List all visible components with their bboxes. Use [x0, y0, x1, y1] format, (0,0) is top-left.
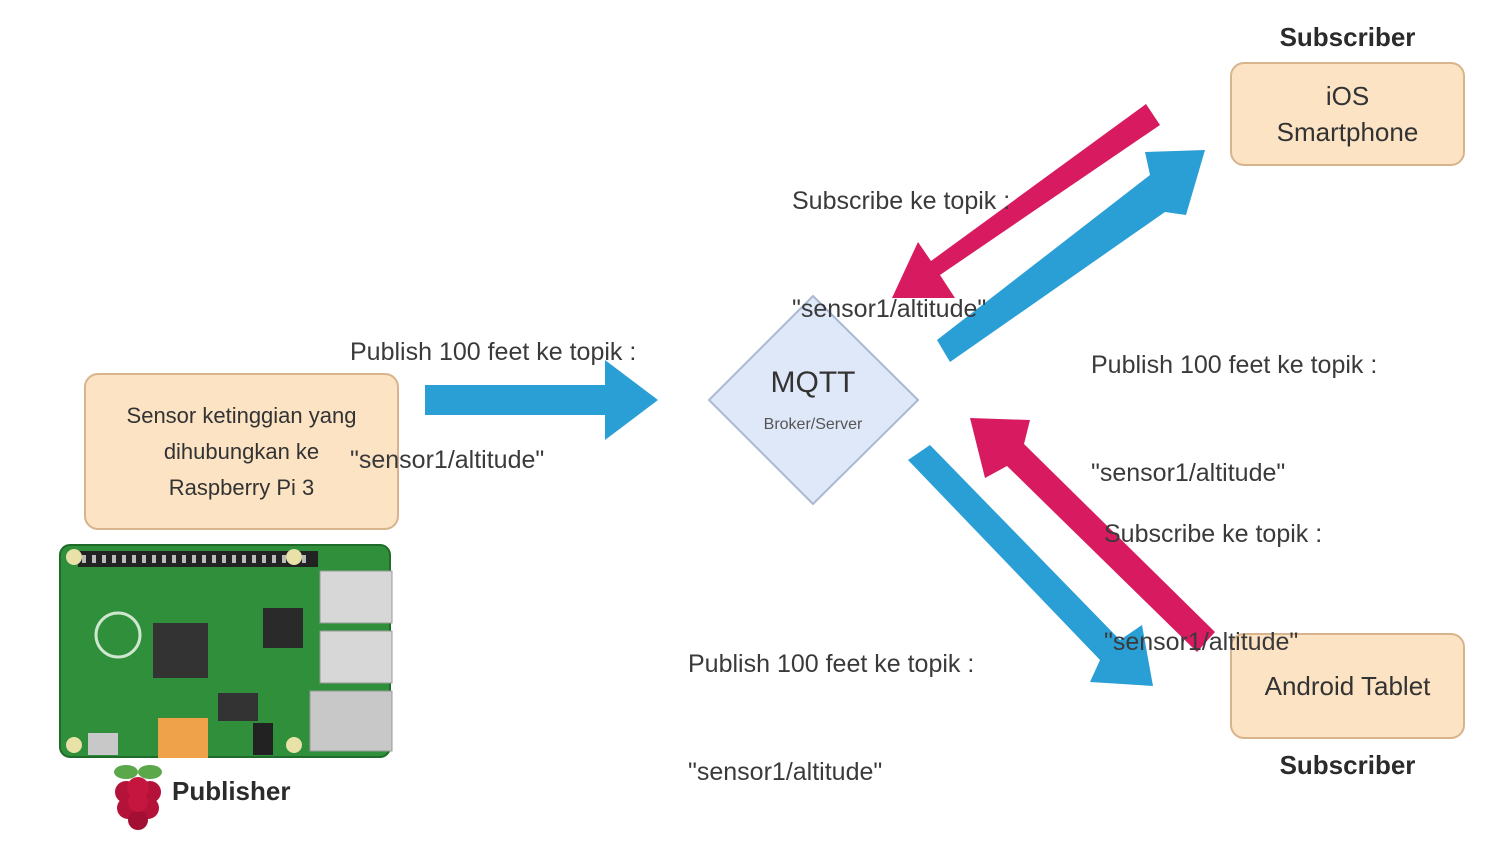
android-role-label: Subscriber	[1279, 750, 1416, 780]
label-line: "sensor1/altitude"	[688, 758, 883, 786]
label-line: Publish 100 feet ke topik :	[350, 338, 637, 366]
label-android-subscribe: Subscribe ke topik : "sensor1/altitude"	[1104, 444, 1322, 696]
broker-title: MQTT	[770, 366, 856, 399]
label-line: "sensor1/altitude"	[792, 295, 987, 323]
raspberry-pi-board-image	[59, 544, 393, 758]
label-line: Subscribe ke topik :	[792, 187, 1011, 215]
publisher-node-line-3: Raspberry Pi 3	[168, 474, 315, 500]
ios-node: iOS Smartphone	[1230, 62, 1465, 166]
ios-role-label: Subscriber	[1279, 22, 1416, 52]
label-publish-to-android: Publish 100 feet ke topik : "sensor1/alt…	[688, 574, 974, 826]
publisher-node: Sensor ketinggian yang dihubungkan ke Ra…	[84, 373, 399, 530]
android-node-label: Android Tablet	[1264, 670, 1431, 701]
label-line: Subscribe ke topik :	[1104, 520, 1323, 548]
ios-node-line-1: iOS	[1325, 81, 1370, 111]
android-node: Android Tablet	[1230, 633, 1465, 739]
label-line: Publish 100 feet ke topik :	[1091, 351, 1378, 379]
publisher-node-line-2: dihubungkan ke	[163, 438, 320, 464]
publish-arrow-to-broker	[425, 360, 658, 440]
broker-subtitle: Broker/Server	[763, 416, 863, 433]
ios-node-line-2: Smartphone	[1276, 117, 1419, 147]
publisher-node-line-1: Sensor ketinggian yang	[126, 402, 357, 428]
raspberry-logo-icon	[114, 765, 162, 830]
label-line: Publish 100 feet ke topik :	[688, 650, 975, 678]
subscribe-arrow-ios	[892, 104, 1160, 298]
label-line: "sensor1/altitude"	[350, 446, 545, 474]
subscribe-arrow-android	[970, 418, 1215, 652]
label-ios-subscribe: Subscribe ke topik : "sensor1/altitude"	[792, 111, 1010, 363]
label-line: "sensor1/altitude"	[1104, 628, 1299, 656]
label-publish-to-broker: Publish 100 feet ke topik : "sensor1/alt…	[350, 262, 636, 514]
publish-arrow-to-android	[908, 445, 1153, 686]
label-line: "sensor1/altitude"	[1091, 459, 1286, 487]
publisher-role-label: Publisher	[172, 776, 291, 806]
broker-diamond	[707, 294, 920, 506]
publish-arrow-to-ios	[937, 150, 1205, 362]
label-publish-to-ios: Publish 100 feet ke topik : "sensor1/alt…	[1091, 275, 1377, 527]
